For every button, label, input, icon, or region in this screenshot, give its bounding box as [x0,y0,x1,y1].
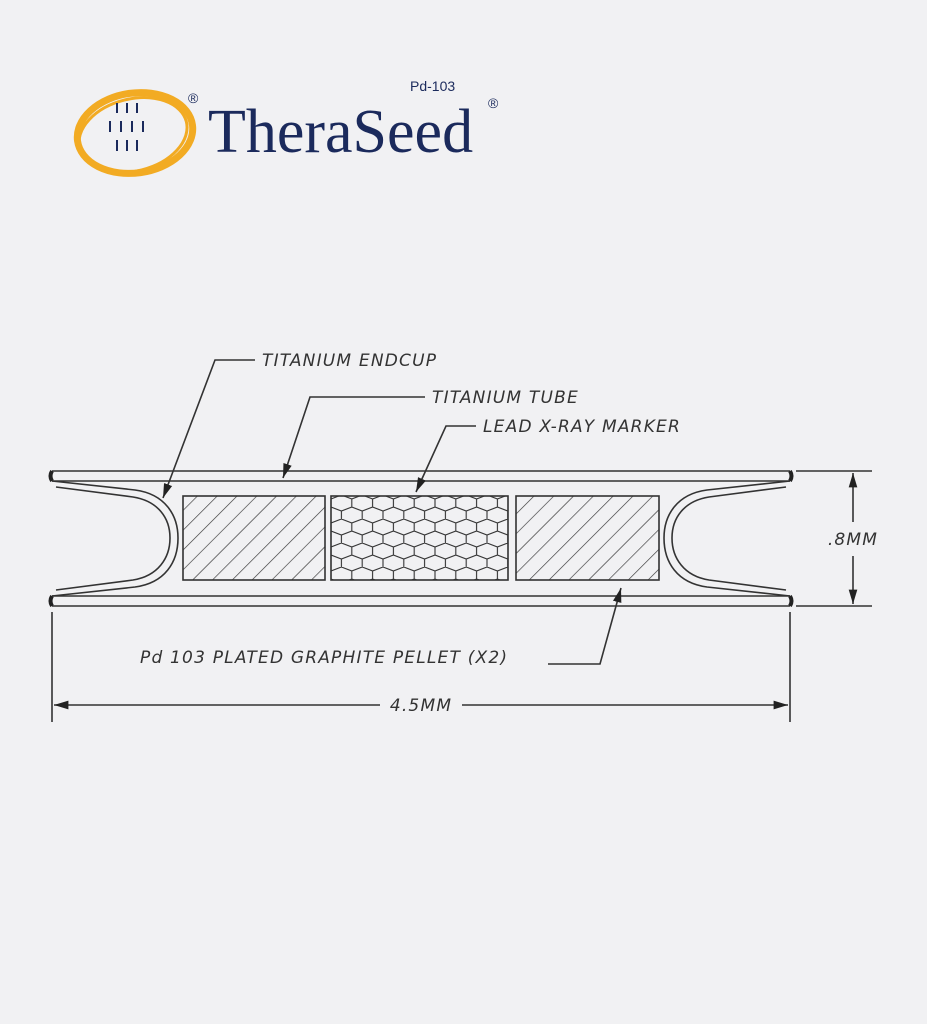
leader-endcup: TITANIUM ENDCUP [162,351,437,499]
lead-xray-marker [330,495,509,581]
label-titanium-endcup: TITANIUM ENDCUP [262,351,437,371]
registered-mark-2: ® [488,95,499,111]
logo-ring [73,89,197,177]
dimension-diameter: .8MM [796,470,878,607]
titanium-endcup-right [663,480,791,597]
isotope-label: Pd-103 [410,78,455,94]
label-graphite-pellet: Pd 103 PLATED GRAPHITE PELLET (X2) [140,648,508,668]
leader-marker: LEAD X-RAY MARKER [415,417,681,493]
label-diameter: .8MM [828,530,878,550]
leader-tube: TITANIUM TUBE [282,388,579,479]
graphite-pellet-left [182,495,326,581]
leader-pellet: Pd 103 PLATED GRAPHITE PELLET (X2) [140,587,622,668]
graphite-pellet-right [515,495,660,581]
label-lead-xray-marker: LEAD X-RAY MARKER [483,417,681,437]
label-length: 4.5MM [390,696,452,716]
registered-mark: ® [188,90,199,106]
label-titanium-tube: TITANIUM TUBE [432,388,579,408]
dimension-length: 4.5MM [51,612,791,722]
brand-name: TheraSeed [208,98,473,166]
seed-icon [109,103,144,151]
titanium-endcup-left [51,480,179,597]
theraseed-logo: ® TheraSeed Pd-103 ® [73,78,499,177]
